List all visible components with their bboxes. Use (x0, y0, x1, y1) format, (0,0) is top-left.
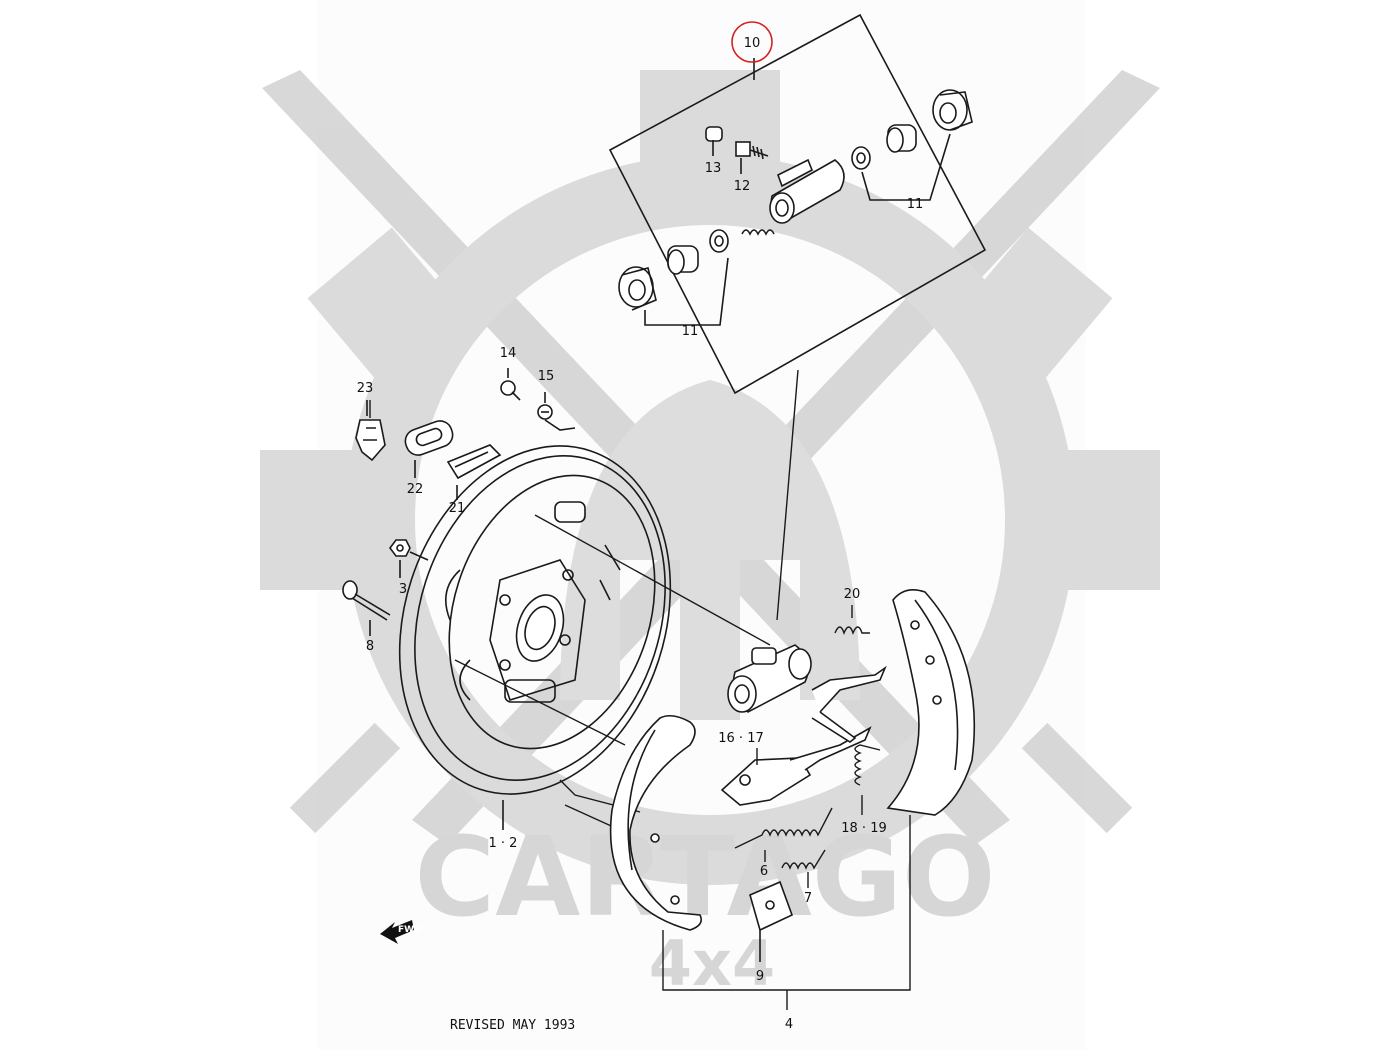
revision-footer: REVISED MAY 1993 (450, 1018, 575, 1033)
callout-20: 20 (844, 587, 861, 602)
piston-left (667, 245, 699, 275)
bolt-14-part (500, 380, 521, 401)
piston-cup-right (851, 146, 871, 170)
callout-16-17: 16 · 17 (718, 731, 763, 746)
svg-text:FWD: FWD (398, 925, 422, 935)
boot-right (932, 89, 973, 131)
boot-left (618, 266, 657, 311)
callout-7: 7 (804, 891, 812, 906)
cylinder-body-part (769, 158, 845, 224)
hold-down-plate-part (749, 880, 794, 962)
watermark-brand-text: CARTAGO (414, 813, 995, 941)
clip-23-part (355, 419, 386, 462)
bolt-8-part (342, 580, 391, 621)
callout-21: 21 (449, 501, 466, 516)
callout-1-2: 1 · 2 (489, 836, 518, 851)
nut-15-part (537, 404, 553, 420)
callout-15: 15 (538, 369, 555, 384)
callout-14: 14 (500, 346, 517, 361)
brake-shoe-right (886, 589, 976, 816)
callout-6: 6 (760, 864, 768, 879)
watermark-logo: CARTAGO 4x4 (260, 70, 1160, 1000)
cylinder-spring-part (741, 229, 775, 236)
callout-13: 13 (705, 161, 722, 176)
callout-3: 3 (399, 582, 407, 597)
callout-9: 9 (756, 969, 764, 984)
piston-right (886, 124, 917, 153)
bleeder-screw-part (735, 141, 769, 160)
callout-10: 10 (744, 36, 761, 51)
callout-4: 4 (785, 1017, 793, 1032)
brake-shoe-left (609, 714, 703, 931)
spring-6-part (734, 807, 833, 849)
wheel-cylinder-kit-box (608, 13, 987, 395)
parking-lever-part (720, 665, 887, 806)
highlight-circle (731, 21, 773, 63)
spring-20-part (834, 626, 870, 635)
spring-7-part (781, 849, 826, 870)
backing-plate-part (398, 445, 672, 795)
piston-cup-left (709, 229, 729, 253)
callout-18-19: 18 · 19 (841, 821, 886, 836)
callout-22: 22 (407, 482, 424, 497)
callout-11-left: 11 (682, 324, 699, 339)
grommet-22-part (404, 420, 454, 456)
plug-21-part (446, 444, 502, 480)
nut-3-part (389, 539, 429, 561)
callout-bracket-4 (662, 815, 911, 1010)
forward-arrow-icon: FWD (380, 920, 422, 944)
bleeder-cap-part (705, 126, 723, 142)
callout-12: 12 (734, 179, 751, 194)
callout-23: 23 (357, 381, 374, 396)
callout-8: 8 (366, 639, 374, 654)
wheel-cylinder-assembly (727, 644, 812, 713)
watermark-sub-text: 4x4 (649, 927, 775, 1000)
spring-18-19-part (854, 744, 881, 786)
callout-11-right: 11 (907, 197, 924, 212)
